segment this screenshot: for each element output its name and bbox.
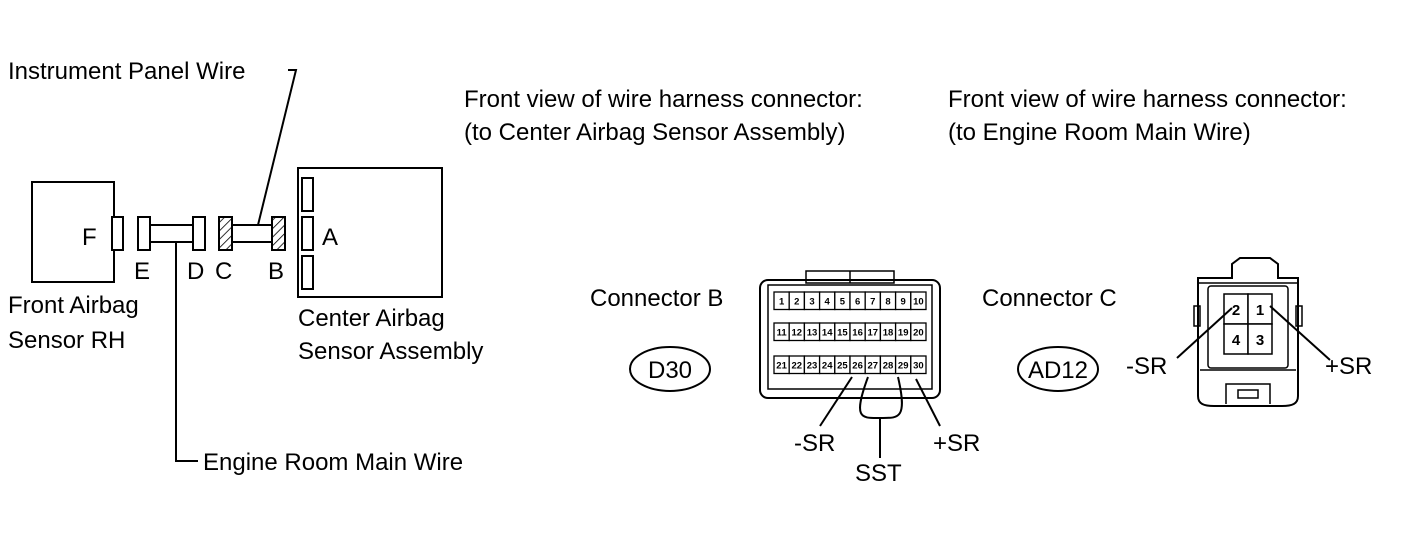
- connector-b-label: B: [268, 258, 284, 285]
- center-airbag-port-a: [301, 216, 314, 251]
- connector-b-pos-probe: [915, 378, 941, 427]
- pin-cell-30: [910, 355, 927, 375]
- pin-label-10: 10: [913, 297, 924, 308]
- pin-label-27: 27: [868, 361, 879, 372]
- connector-b-inner-frame: [767, 284, 933, 390]
- sst-label: SST: [855, 460, 902, 487]
- front-view-headings: Front view of wire harness connector: (t…: [464, 86, 1347, 146]
- pin-label-24: 24: [822, 361, 833, 372]
- pin-label-11: 11: [777, 328, 788, 339]
- pin-label-1: 1: [779, 297, 785, 308]
- pin-c-cell-2: [1223, 293, 1249, 325]
- connector-c-neg-probe: [1176, 307, 1233, 359]
- center-airbag-port-3: [301, 255, 314, 290]
- connector-c-code: AD12: [1028, 357, 1088, 384]
- instrument-panel-wire-label: Instrument Panel Wire: [8, 58, 245, 85]
- connector-c-latch-slot: [1237, 389, 1259, 399]
- front-view-c-title: Front view of wire harness connector:: [948, 86, 1347, 113]
- connector-c-latch: [1225, 383, 1271, 404]
- wiring-schematic: F Front Airbag Sensor RH E D Engine Room…: [8, 58, 483, 476]
- pin-label-19: 19: [898, 328, 909, 339]
- pin-label-15: 15: [837, 328, 848, 339]
- connector-a-label: A: [322, 224, 338, 251]
- center-airbag-sensor-box: [297, 167, 443, 298]
- connector-b-neg-probe: [819, 376, 853, 427]
- front-airbag-sensor-label-2: Sensor RH: [8, 327, 125, 354]
- pin-label-13: 13: [807, 328, 818, 339]
- connector-b-code-ellipse: [629, 346, 711, 392]
- connector-c-neg-label: -SR: [1126, 353, 1167, 380]
- front-airbag-sensor-box: [31, 181, 115, 283]
- pin-label-26: 26: [852, 361, 863, 372]
- connector-f: [111, 216, 124, 251]
- pin-c-cell-1: [1247, 293, 1273, 325]
- engine-room-main-wire-label: Engine Room Main Wire: [203, 449, 463, 476]
- pin-label-6: 6: [855, 297, 860, 308]
- connector-d-label: D: [187, 258, 204, 285]
- pin-label-18: 18: [883, 328, 894, 339]
- wire-c-b: [231, 224, 273, 243]
- pin-label-3: 3: [809, 297, 814, 308]
- pin-label-8: 8: [885, 297, 890, 308]
- engine-room-main-wire-leader: [175, 242, 198, 462]
- pin-label-12: 12: [792, 328, 803, 339]
- connector-c-code-ellipse: [1017, 346, 1099, 392]
- pin-label-28: 28: [883, 361, 894, 372]
- connector-f-label: F: [82, 224, 97, 251]
- connector-c: [218, 216, 233, 251]
- pin-cell-20: [910, 322, 927, 342]
- connector-e: [137, 216, 151, 251]
- pin-label-7: 7: [870, 297, 875, 308]
- pin-c-cell-4: [1223, 323, 1249, 355]
- pin-c-label-2: 2: [1232, 302, 1240, 319]
- pin-label-30: 30: [913, 361, 924, 372]
- pin-label-9: 9: [901, 297, 906, 308]
- connector-b-code: D30: [648, 357, 692, 384]
- connector-c-label: C: [215, 258, 232, 285]
- connector-c-title: Connector C: [982, 285, 1117, 312]
- pin-label-25: 25: [837, 361, 848, 372]
- pin-c-label-1: 1: [1256, 302, 1264, 319]
- wire-e-d: [149, 224, 194, 243]
- center-airbag-port-1: [301, 177, 314, 212]
- pin-label-29: 29: [898, 361, 909, 372]
- connector-b-title: Connector B: [590, 285, 723, 312]
- pin-label-16: 16: [852, 328, 863, 339]
- pin-cell-10: [910, 291, 927, 311]
- pin-label-14: 14: [822, 328, 833, 339]
- connector-c-right-tab: [1295, 305, 1303, 327]
- pin-c-label-3: 3: [1256, 332, 1264, 349]
- connector-c-pos-label: +SR: [1325, 353, 1372, 380]
- pin-label-22: 22: [792, 361, 803, 372]
- pin-c-cell-3: [1247, 323, 1273, 355]
- center-airbag-sensor-label-1: Center Airbag: [298, 305, 445, 332]
- pin-label-23: 23: [807, 361, 818, 372]
- connector-c-pos-probe: [1269, 305, 1331, 361]
- front-view-b-title: Front view of wire harness connector:: [464, 86, 863, 113]
- front-airbag-sensor-label-1: Front Airbag: [8, 292, 139, 319]
- connector-c-inner-frame: [1207, 285, 1289, 369]
- center-airbag-sensor-label-2: Sensor Assembly: [298, 338, 483, 365]
- front-view-b-subtitle: (to Center Airbag Sensor Assembly): [464, 119, 846, 146]
- pin-label-5: 5: [840, 297, 846, 308]
- connector-b-neg-label: -SR: [794, 430, 835, 457]
- connector-b-pos-label: +SR: [933, 430, 980, 457]
- instrument-panel-wire-leader: [257, 69, 298, 226]
- pin-label-2: 2: [794, 297, 799, 308]
- connector-e-label: E: [134, 258, 150, 285]
- pin-label-21: 21: [776, 361, 787, 372]
- connector-d: [192, 216, 206, 251]
- pin-c-label-4: 4: [1232, 332, 1241, 349]
- pin-label-20: 20: [913, 328, 924, 339]
- pin-label-4: 4: [825, 297, 831, 308]
- front-view-c-subtitle: (to Engine Room Main Wire): [948, 119, 1251, 146]
- pin-label-17: 17: [868, 328, 879, 339]
- connector-c-left-tab: [1193, 305, 1201, 327]
- connector-b-plug: [271, 216, 286, 251]
